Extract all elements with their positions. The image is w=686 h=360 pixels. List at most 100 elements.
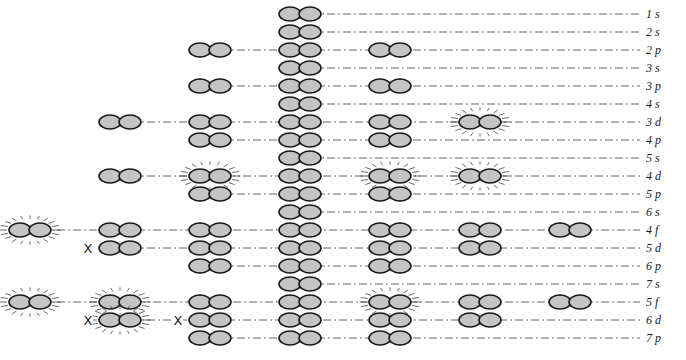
glow-ray bbox=[1, 306, 8, 307]
glow-ray bbox=[462, 131, 466, 134]
electron-lobe bbox=[299, 79, 321, 93]
glow-ray bbox=[494, 110, 498, 113]
glow-ray bbox=[142, 324, 149, 325]
electron-lobe bbox=[189, 295, 211, 309]
glow-ray bbox=[365, 293, 371, 295]
glow-ray bbox=[120, 331, 121, 335]
glow-ray bbox=[462, 110, 466, 113]
glow-ray bbox=[127, 288, 129, 291]
glow-ray bbox=[185, 167, 191, 169]
glow-ray bbox=[52, 234, 59, 235]
electron-lobe bbox=[279, 169, 301, 183]
glow-ray bbox=[361, 306, 368, 307]
glow-ray bbox=[480, 133, 481, 137]
electron-lobe bbox=[9, 295, 31, 309]
electron-lobe bbox=[209, 133, 231, 147]
electron-lobe bbox=[389, 241, 411, 255]
glow-ray bbox=[12, 218, 16, 221]
glow-ray bbox=[397, 162, 399, 165]
glow-ray bbox=[44, 218, 48, 221]
electron-lobe bbox=[369, 223, 391, 237]
level-line bbox=[279, 68, 640, 69]
glow-ray bbox=[142, 298, 149, 299]
electron-lobe bbox=[279, 115, 301, 129]
glow-ray bbox=[139, 309, 145, 311]
electron-lobe bbox=[189, 187, 211, 201]
glow-ray bbox=[37, 313, 39, 316]
electron-lobe bbox=[389, 331, 411, 345]
glow-ray bbox=[91, 306, 98, 307]
electron-lobe bbox=[389, 133, 411, 147]
glow-ray bbox=[12, 311, 16, 314]
electron-lobe bbox=[299, 223, 321, 237]
glow-ray bbox=[372, 164, 376, 167]
orbital-label: 6 s bbox=[646, 206, 660, 218]
electron-lobe bbox=[389, 115, 411, 129]
glow-ray bbox=[480, 107, 481, 111]
orbital-label: 4 p bbox=[646, 134, 661, 146]
glow-ray bbox=[480, 187, 481, 191]
glow-ray bbox=[390, 161, 391, 165]
glow-ray bbox=[462, 164, 466, 167]
electron-lobe bbox=[479, 313, 501, 327]
orbital-label: 7 p bbox=[646, 332, 661, 344]
electron-lobe bbox=[459, 223, 481, 237]
electron-lobe bbox=[189, 259, 211, 273]
electron-lobe bbox=[279, 259, 301, 273]
electron-lobe bbox=[189, 223, 211, 237]
glow-ray bbox=[413, 302, 420, 303]
electron-lobe bbox=[119, 241, 141, 255]
glow-ray bbox=[5, 221, 11, 223]
orbital-label: 4 f bbox=[646, 224, 658, 236]
glow-ray bbox=[487, 133, 489, 136]
glow-ray bbox=[451, 180, 458, 181]
electron-lobe bbox=[299, 25, 321, 39]
electron-lobe bbox=[279, 331, 301, 345]
electron-lobe bbox=[299, 97, 321, 111]
electron-lobe bbox=[209, 331, 231, 345]
glow-ray bbox=[12, 290, 16, 293]
electron-lobe bbox=[119, 295, 141, 309]
glow-ray bbox=[450, 176, 457, 177]
electron-lobe bbox=[279, 277, 301, 291]
electron-lobe bbox=[459, 241, 481, 255]
electron-lobe bbox=[369, 43, 391, 57]
glow-ray bbox=[494, 164, 498, 167]
glow-ray bbox=[12, 239, 16, 242]
level-line bbox=[279, 212, 640, 213]
electron-lobe bbox=[369, 331, 391, 345]
glow-ray bbox=[372, 290, 376, 293]
electron-lobe bbox=[479, 295, 501, 309]
glow-ray bbox=[503, 176, 510, 177]
glow-ray bbox=[471, 187, 473, 190]
cross-mark: X bbox=[83, 242, 94, 255]
electron-lobe bbox=[299, 259, 321, 273]
electron-lobe bbox=[209, 259, 231, 273]
electron-lobe bbox=[99, 169, 121, 183]
electron-lobe bbox=[299, 187, 321, 201]
orbital-label: 2 s bbox=[646, 26, 660, 38]
glow-ray bbox=[95, 293, 101, 295]
glow-ray bbox=[5, 237, 11, 239]
electron-lobe bbox=[209, 223, 231, 237]
electron-lobe bbox=[569, 295, 591, 309]
glow-ray bbox=[502, 118, 509, 119]
glow-ray bbox=[120, 305, 121, 309]
glow-ray bbox=[361, 298, 368, 299]
electron-lobe bbox=[189, 133, 211, 147]
electron-lobe bbox=[189, 43, 211, 57]
glow-ray bbox=[201, 162, 203, 165]
electron-lobe bbox=[279, 241, 301, 255]
electron-lobe bbox=[209, 313, 231, 327]
glow-ray bbox=[404, 290, 408, 293]
glow-ray bbox=[52, 306, 59, 307]
glow-ray bbox=[139, 311, 145, 313]
glow-ray bbox=[229, 167, 235, 169]
glow-ray bbox=[471, 162, 473, 165]
level-line bbox=[279, 14, 640, 15]
glow-ray bbox=[224, 164, 228, 167]
electron-lobe bbox=[279, 205, 301, 219]
glow-ray bbox=[102, 308, 106, 311]
glow-ray bbox=[5, 309, 11, 311]
electron-lobe bbox=[389, 169, 411, 183]
